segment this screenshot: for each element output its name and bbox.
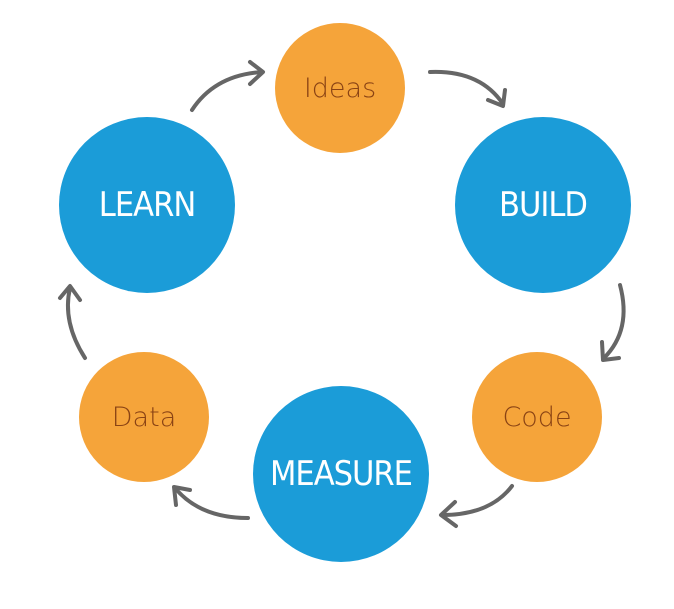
arrow-measure-to-data bbox=[172, 485, 250, 520]
node-learn: LEARN bbox=[59, 117, 235, 293]
arrow-ideas-to-build bbox=[428, 69, 507, 108]
node-ideas: Ideas bbox=[275, 23, 405, 153]
node-ideas-label: Ideas bbox=[303, 72, 377, 104]
node-data: Data bbox=[79, 352, 209, 482]
node-build: BUILD bbox=[455, 117, 631, 293]
arrow-data-to-learn bbox=[58, 284, 87, 360]
node-code: Code bbox=[472, 352, 602, 482]
node-build-label: BUILD bbox=[499, 185, 588, 225]
node-data-label: Data bbox=[111, 401, 177, 433]
node-measure-label: MEASURE bbox=[269, 454, 413, 494]
arrow-build-to-code bbox=[600, 283, 626, 362]
arrow-learn-to-ideas bbox=[190, 60, 265, 112]
node-code-label: Code bbox=[502, 401, 572, 433]
arrow-code-to-measure bbox=[439, 484, 514, 528]
node-measure: MEASURE bbox=[253, 386, 429, 562]
node-learn-label: LEARN bbox=[98, 185, 196, 225]
